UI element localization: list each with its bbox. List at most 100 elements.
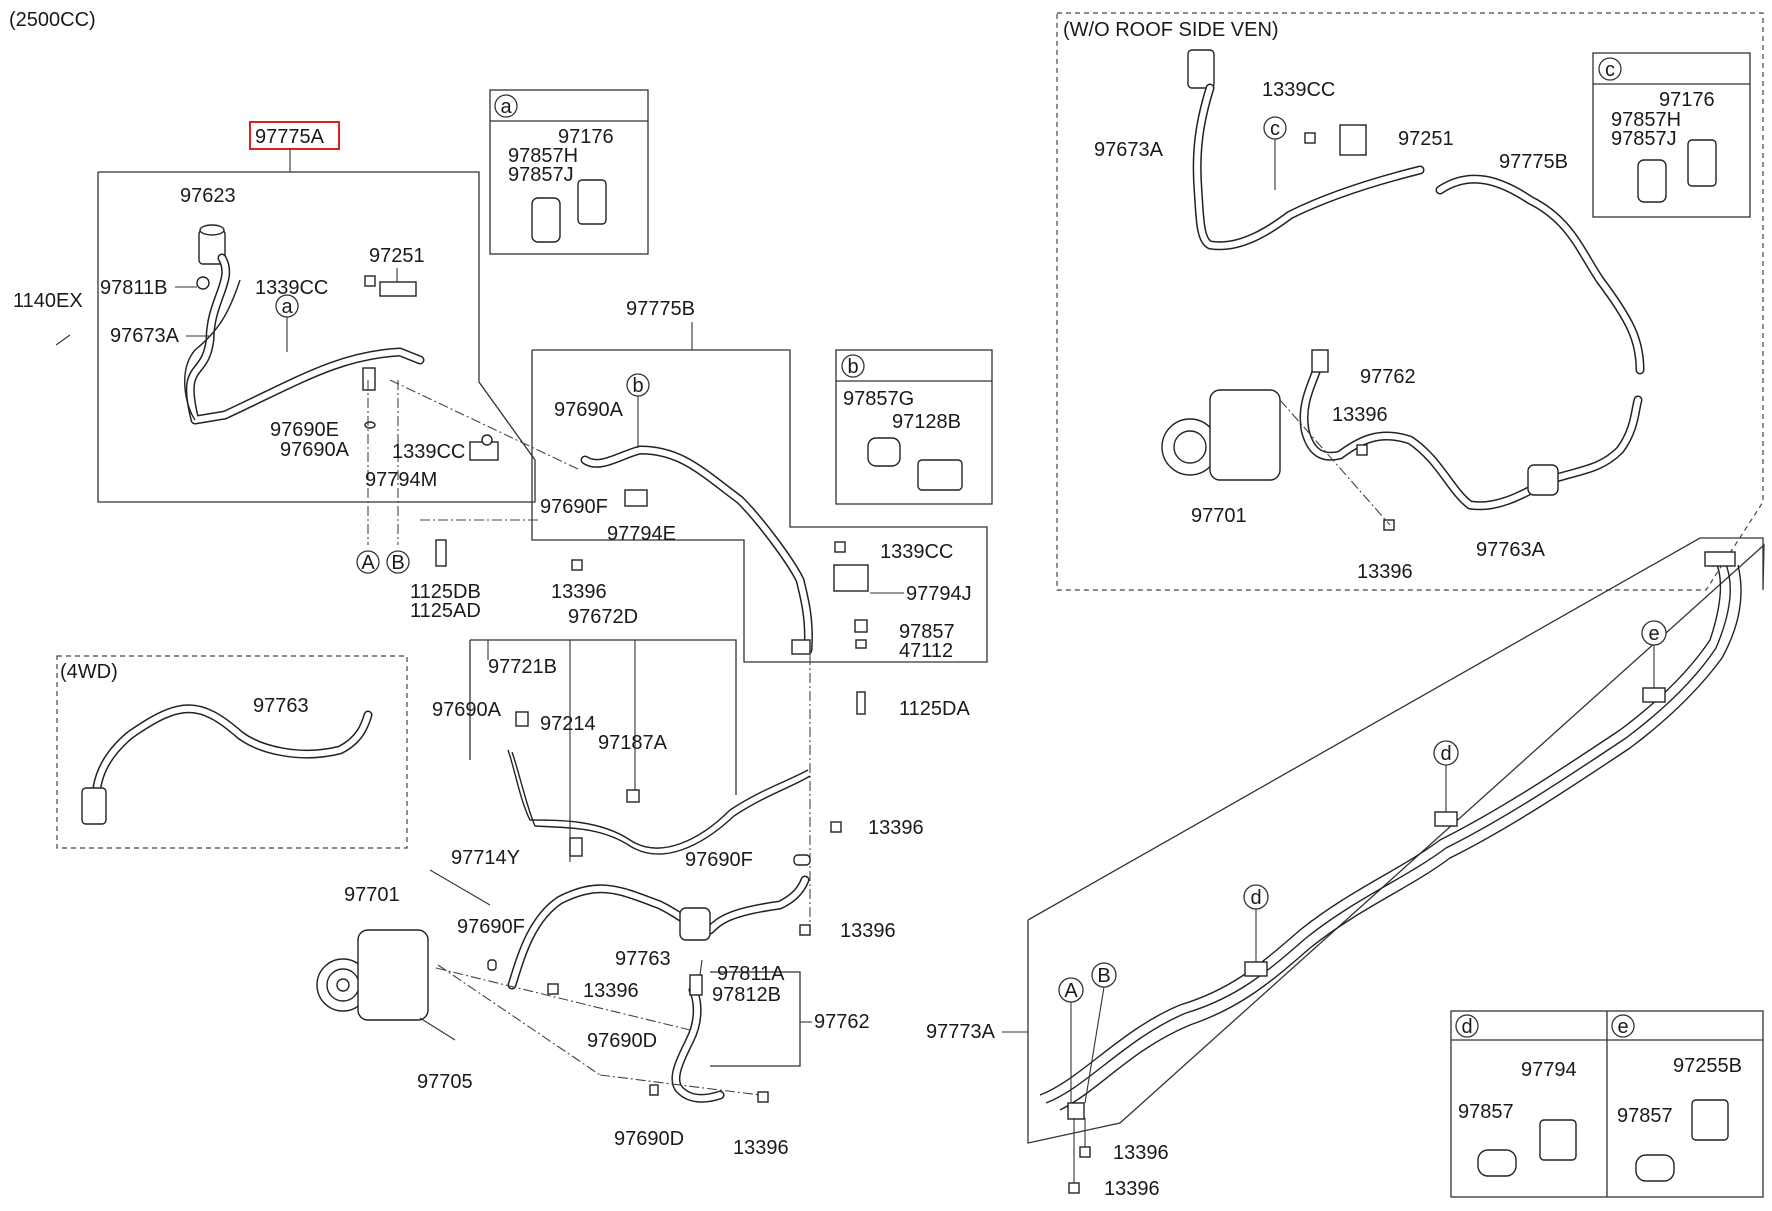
label-97763[interactable]: 97763 — [615, 948, 671, 970]
label-c-97857H[interactable]: 97857H — [1611, 109, 1681, 131]
muffler-97763[interactable] — [679, 907, 711, 941]
label-97690F-3[interactable]: 97690F — [457, 916, 525, 938]
selected-part-highlight[interactable] — [249, 121, 340, 150]
fitting-97775B-end[interactable] — [791, 639, 811, 655]
label-97690E[interactable]: 97690E — [270, 419, 339, 441]
label-e-97255B[interactable]: 97255B — [1673, 1055, 1742, 1077]
clamp-e[interactable] — [1642, 687, 1666, 703]
label-97812B[interactable]: 97812B — [712, 984, 781, 1006]
label-97775A[interactable]: 97775A — [255, 126, 325, 148]
label-1125DB[interactable]: 1125DB — [410, 581, 481, 603]
nut-1339CC-3[interactable] — [834, 541, 846, 553]
nut-1339CC[interactable] — [364, 275, 376, 287]
label-47112[interactable]: 47112 — [899, 640, 953, 662]
hose-97762[interactable] — [689, 974, 703, 996]
label-13396-7[interactable]: 13396 — [1104, 1178, 1160, 1200]
c-insulator-97857H[interactable] — [1637, 159, 1667, 203]
label-1125DA[interactable]: 1125DA — [899, 698, 970, 720]
e-insulator-97857[interactable] — [1635, 1154, 1675, 1182]
nut-13396-7[interactable] — [1068, 1182, 1080, 1194]
roof-nut-13396-2[interactable] — [1383, 519, 1395, 531]
label-13396-4[interactable]: 13396 — [583, 980, 639, 1002]
pipe-97773A-end[interactable] — [1704, 551, 1736, 567]
roof-compressor-97701[interactable] — [1209, 389, 1281, 481]
label-roof-97763A[interactable]: 97763A — [1476, 539, 1546, 561]
label-97794J[interactable]: 97794J — [906, 583, 972, 605]
o-ring-97690F-3[interactable] — [487, 959, 497, 971]
valve-97721B[interactable] — [515, 711, 529, 727]
label-1339CC-2[interactable]: 1339CC — [392, 441, 465, 463]
label-roof-13396-1[interactable]: 13396 — [1332, 404, 1388, 426]
label-d-97794[interactable]: 97794 — [1521, 1059, 1577, 1081]
nut-13396-3[interactable] — [799, 924, 811, 936]
label-b-97857G[interactable]: 97857G — [843, 388, 914, 410]
nut-13396-2[interactable] — [830, 821, 842, 833]
label-97690A-3[interactable]: 97690A — [432, 699, 502, 721]
label-4wd-97763[interactable]: 97763 — [253, 695, 309, 717]
label-a-97857H[interactable]: 97857H — [508, 145, 578, 167]
label-13396-3[interactable]: 13396 — [840, 920, 896, 942]
label-a-97857J[interactable]: 97857J — [508, 164, 574, 186]
label-13396-2[interactable]: 13396 — [868, 817, 924, 839]
o-ring-97690F-2[interactable] — [793, 854, 811, 866]
e-clamp-97255B[interactable] — [1691, 1099, 1729, 1141]
label-c-97176[interactable]: 97176 — [1659, 89, 1715, 111]
label-roof-97701[interactable]: 97701 — [1191, 505, 1247, 527]
clamp-97128B[interactable] — [917, 459, 963, 491]
label-97794M[interactable]: 97794M — [365, 469, 437, 491]
label-c-97857J[interactable]: 97857J — [1611, 128, 1677, 150]
d-insulator-97857[interactable] — [1477, 1149, 1517, 1177]
label-1339CC-3[interactable]: 1339CC — [880, 541, 953, 563]
c-bracket-97857J[interactable] — [1687, 139, 1717, 187]
label-97773A[interactable]: 97773A — [926, 1021, 996, 1043]
roof-receiver-drier[interactable] — [1187, 49, 1215, 89]
label-97673A[interactable]: 97673A — [110, 325, 180, 347]
label-97811B[interactable]: 97811B — [100, 277, 167, 299]
label-d-97857[interactable]: 97857 — [1458, 1101, 1514, 1123]
sensor-97214[interactable] — [569, 837, 583, 857]
nut-13396-1[interactable] — [571, 559, 583, 571]
label-97690D-2[interactable]: 97690D — [614, 1128, 684, 1150]
label-13396-1[interactable]: 13396 — [551, 581, 607, 603]
label-97251[interactable]: 97251 — [369, 245, 425, 267]
bolt-1125DB[interactable] — [435, 539, 447, 567]
compressor-97701[interactable] — [357, 929, 429, 1021]
roof-hose-97762[interactable] — [1311, 349, 1329, 373]
o-ring-97690D-2[interactable] — [649, 1084, 659, 1096]
nut-47112[interactable] — [855, 639, 867, 649]
insulator-97857[interactable] — [854, 619, 868, 633]
fwd-pipe-end[interactable] — [81, 787, 107, 825]
label-97672D[interactable]: 97672D — [568, 606, 638, 628]
roof-muffler-97763A[interactable] — [1527, 464, 1559, 496]
label-97690F-1[interactable]: 97690F — [540, 496, 608, 518]
label-roof-97673A[interactable]: 97673A — [1094, 139, 1164, 161]
label-roof-13396-2[interactable]: 13396 — [1357, 561, 1413, 583]
nut-13396-4[interactable] — [547, 983, 559, 995]
label-1140EX[interactable]: 1140EX — [13, 290, 83, 312]
label-97811A[interactable]: 97811A — [717, 963, 785, 985]
o-ring-97811B[interactable] — [196, 276, 210, 290]
pipe-97773A-front[interactable] — [1067, 1102, 1085, 1120]
bracket-97857J[interactable] — [577, 179, 607, 225]
label-97623[interactable]: 97623 — [180, 185, 236, 207]
label-roof-1339CC[interactable]: 1339CC — [1262, 79, 1335, 101]
label-97721B[interactable]: 97721B — [488, 656, 557, 678]
roof-nut-13396-1[interactable] — [1356, 444, 1368, 456]
label-97762[interactable]: 97762 — [814, 1011, 870, 1033]
label-1339CC-1[interactable]: 1339CC — [255, 277, 328, 299]
label-97214[interactable]: 97214 — [540, 713, 596, 735]
label-97714Y[interactable]: 97714Y — [451, 847, 520, 869]
label-a-97176[interactable]: 97176 — [558, 126, 614, 148]
label-roof-97762[interactable]: 97762 — [1360, 366, 1416, 388]
clip-97187A[interactable] — [626, 789, 640, 803]
nut-13396-6[interactable] — [1079, 1146, 1091, 1158]
insulator-97857H[interactable] — [531, 197, 561, 243]
label-97775B[interactable]: 97775B — [626, 298, 695, 320]
clamp-d-2[interactable] — [1434, 811, 1458, 827]
label-e-97857[interactable]: 97857 — [1617, 1105, 1673, 1127]
label-97705[interactable]: 97705 — [417, 1071, 473, 1093]
label-97690F-2[interactable]: 97690F — [685, 849, 753, 871]
insulator-97857G[interactable] — [867, 437, 901, 467]
fitting-97690E[interactable] — [362, 367, 376, 391]
label-97857[interactable]: 97857 — [899, 621, 955, 643]
